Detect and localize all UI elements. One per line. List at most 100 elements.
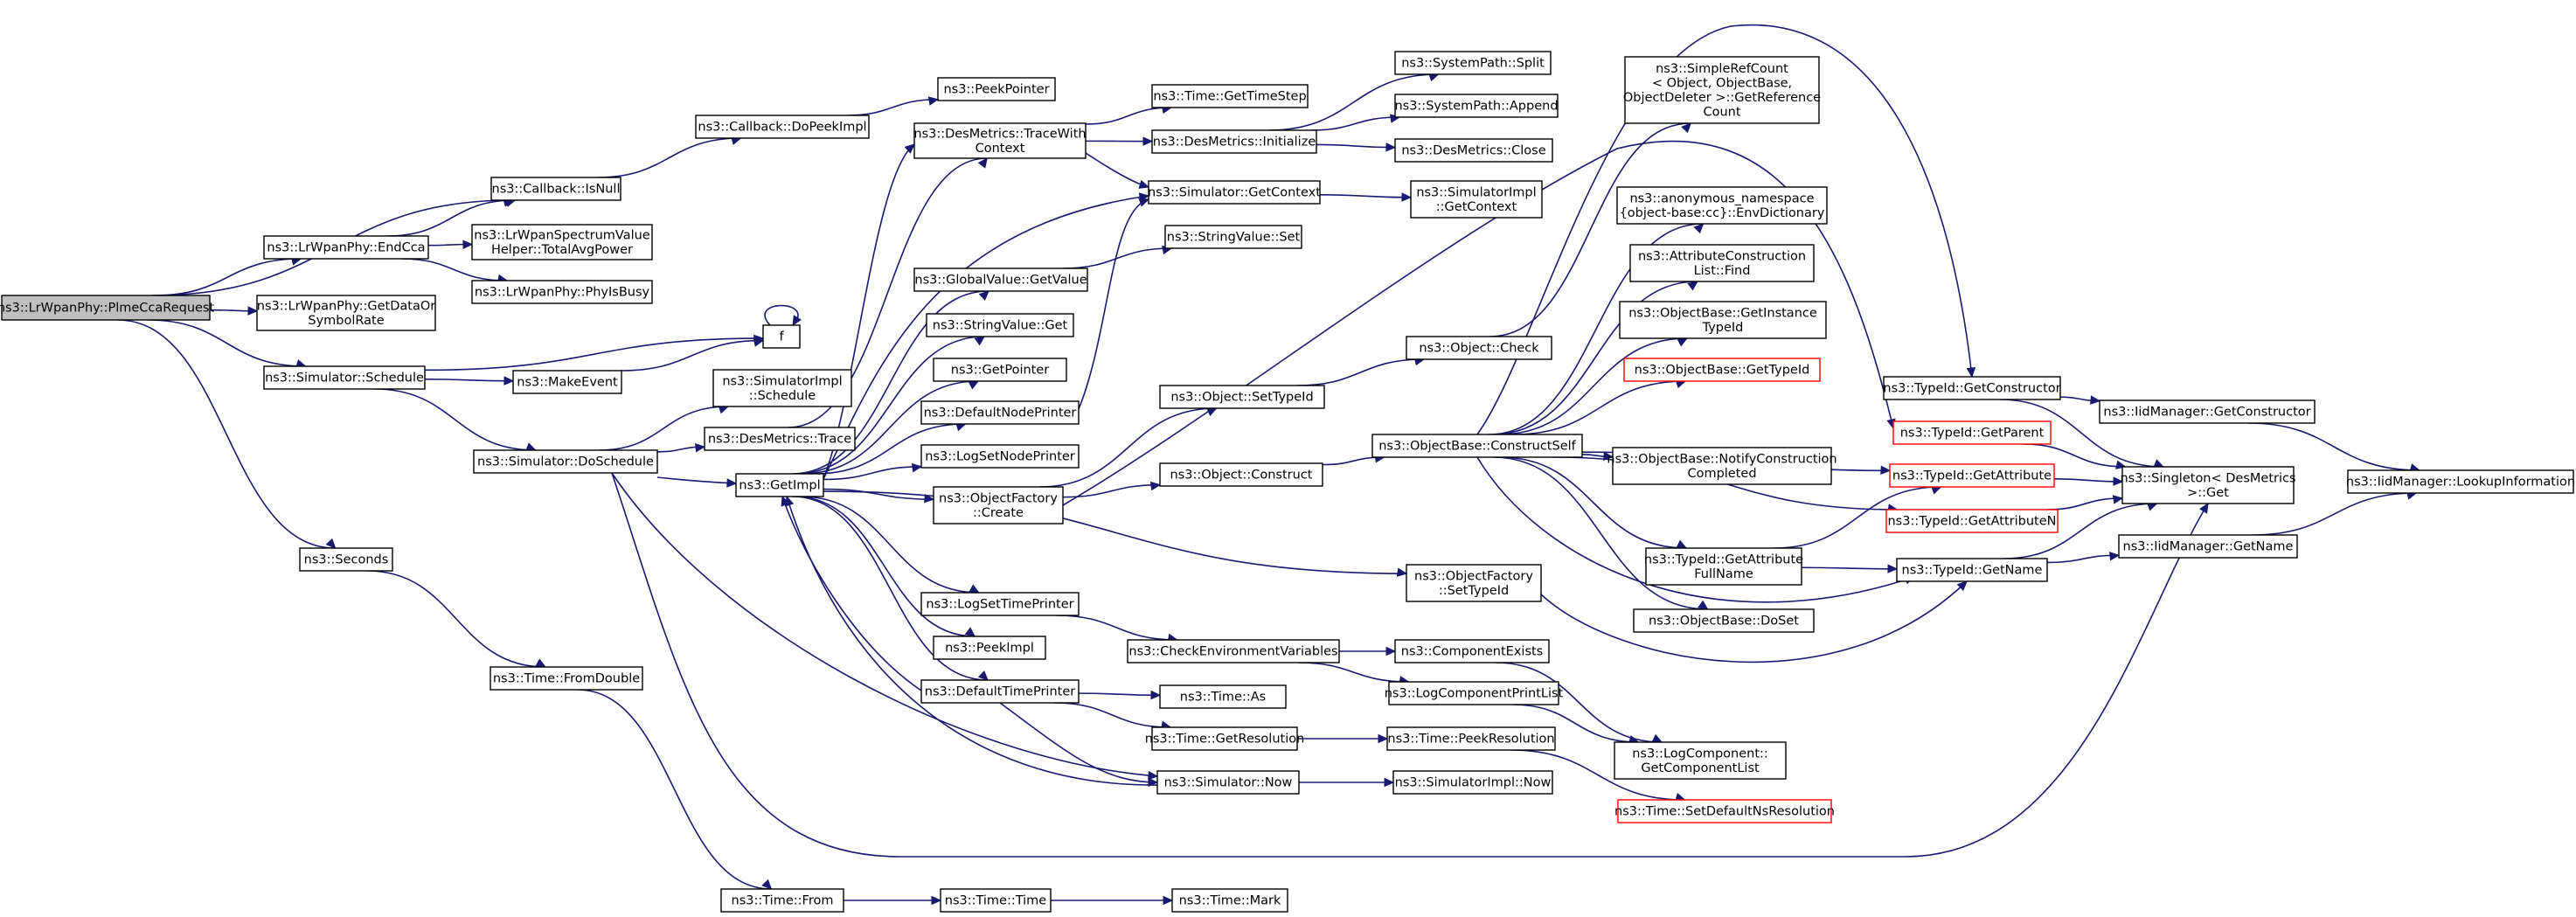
node-totalavg[interactable]: ns3::LrWpanSpectrumValueHelper::TotalAvg… — [471, 224, 653, 261]
node-box[interactable] — [1392, 770, 1553, 795]
node-box[interactable] — [490, 666, 643, 691]
node-box[interactable] — [1616, 186, 1828, 225]
node-getimpl[interactable]: ns3::GetImpl — [735, 473, 824, 497]
node-box[interactable] — [1159, 385, 1325, 409]
node-constructself[interactable]: ns3::ObjectBase::ConstructSelf — [1371, 434, 1583, 458]
node-box[interactable] — [1889, 463, 2055, 488]
node-split[interactable]: ns3::SystemPath::Split — [1394, 51, 1552, 75]
node-isnull[interactable]: ns3::Callback::IsNull — [490, 177, 621, 201]
node-objconstruct[interactable]: ns3::Object::Construct — [1159, 462, 1323, 487]
node-simimplgetcontext[interactable]: ns3::SimulatorImpl::GetContext — [1410, 180, 1543, 219]
node-box[interactable] — [1624, 56, 1820, 124]
node-setdefres[interactable]: ns3::Time::SetDefaultNsResolution — [1614, 799, 1835, 823]
node-getconstructor[interactable]: ns3::TypeId::GetConstructor — [1883, 376, 2061, 400]
node-desinit[interactable]: ns3::DesMetrics::Initialize — [1151, 129, 1317, 154]
node-box[interactable] — [1151, 84, 1309, 108]
node-iidgetname[interactable]: ns3::IidManager::GetName — [2118, 534, 2298, 559]
node-root[interactable]: ns3::LrWpanPhy::PlmeCcaRequest — [0, 295, 214, 321]
node-box[interactable] — [1, 295, 211, 321]
node-box[interactable] — [1896, 558, 2048, 582]
node-box[interactable] — [1159, 462, 1323, 487]
node-box[interactable] — [1388, 681, 1559, 705]
node-singletonget[interactable]: ns3::Singleton< DesMetrics>::Get — [2120, 466, 2296, 504]
node-getparent[interactable]: ns3::TypeId::GetParent — [1892, 420, 2052, 445]
node-box[interactable] — [1406, 336, 1552, 360]
node-box[interactable] — [2099, 399, 2316, 424]
node-makeevent[interactable]: ns3::MakeEvent — [512, 370, 622, 394]
node-box[interactable] — [263, 235, 429, 260]
node-getres[interactable]: ns3::Time::GetResolution — [1145, 726, 1305, 751]
node-box[interactable] — [1406, 564, 1542, 602]
node-getcontext[interactable]: ns3::Simulator::GetContext — [1148, 180, 1321, 205]
node-box[interactable] — [920, 400, 1080, 425]
node-simimplschedule[interactable]: ns3::SimulatorImpl::Schedule — [712, 369, 852, 407]
node-fromdouble[interactable]: ns3::Time::FromDouble — [490, 666, 643, 691]
node-box[interactable] — [1394, 639, 1550, 663]
node-box[interactable] — [1633, 608, 1815, 633]
node-gettimestep[interactable]: ns3::Time::GetTimeStep — [1151, 84, 1309, 108]
node-box[interactable] — [1394, 51, 1552, 75]
node-box[interactable] — [1885, 509, 2059, 533]
node-phyisbusy[interactable]: ns3::LrWpanPhy::PhyIsBusy — [471, 280, 653, 304]
node-box[interactable] — [1892, 420, 2052, 445]
node-getpointer[interactable]: ns3::GetPointer — [933, 358, 1067, 382]
node-box[interactable] — [712, 369, 852, 407]
node-strset[interactable]: ns3::StringValue::Set — [1164, 225, 1302, 249]
node-box[interactable] — [926, 313, 1074, 337]
node-box[interactable] — [1629, 244, 1815, 282]
node-box[interactable] — [471, 280, 653, 304]
node-box[interactable] — [762, 324, 801, 349]
node-getname[interactable]: ns3::TypeId::GetName — [1896, 558, 2048, 582]
node-envdict[interactable]: ns3::anonymous_namespace{object-base:cc}… — [1616, 186, 1828, 225]
node-box[interactable] — [913, 267, 1088, 292]
node-box[interactable] — [920, 444, 1080, 469]
node-defnodeprinter[interactable]: ns3::DefaultNodePrinter — [920, 400, 1080, 425]
node-box[interactable] — [933, 358, 1067, 382]
node-box[interactable] — [1151, 129, 1317, 154]
node-f[interactable]: f — [762, 324, 801, 349]
node-compexists[interactable]: ns3::ComponentExists — [1394, 639, 1550, 663]
node-box[interactable] — [704, 427, 856, 451]
node-getattribute[interactable]: ns3::TypeId::GetAttribute — [1889, 463, 2055, 488]
node-box[interactable] — [1159, 684, 1287, 709]
node-logsettime[interactable]: ns3::LogSetTimePrinter — [920, 592, 1080, 616]
node-timeas[interactable]: ns3::Time::As — [1159, 684, 1287, 709]
node-box[interactable] — [512, 370, 622, 394]
node-checkenv[interactable]: ns3::CheckEnvironmentVariables — [1127, 639, 1340, 663]
node-box[interactable] — [1371, 434, 1583, 458]
node-box[interactable] — [1410, 180, 1543, 219]
node-objfactcreate[interactable]: ns3::ObjectFactory::Create — [933, 486, 1064, 524]
node-box[interactable] — [1883, 376, 2061, 400]
node-from[interactable]: ns3::Time::From — [720, 888, 844, 913]
node-box[interactable] — [1164, 225, 1302, 249]
node-box[interactable] — [940, 888, 1052, 913]
node-box[interactable] — [1617, 799, 1832, 823]
node-desclose[interactable]: ns3::DesMetrics::Close — [1394, 138, 1553, 163]
node-box[interactable] — [2118, 534, 2298, 559]
node-simnow[interactable]: ns3::Simulator::Now — [1156, 770, 1300, 795]
node-logsetnode[interactable]: ns3::LogSetNodePrinter — [920, 444, 1080, 469]
node-lookupinfo[interactable]: ns3::IidManager::LookupInformation — [2346, 469, 2575, 494]
node-box[interactable] — [937, 77, 1056, 101]
node-box[interactable] — [473, 449, 658, 474]
node-dopeekimpl[interactable]: ns3::Callback::DoPeekImpl — [695, 115, 870, 139]
node-box[interactable] — [695, 115, 870, 139]
node-box[interactable] — [1394, 94, 1559, 118]
node-box[interactable] — [263, 365, 426, 390]
node-timetime[interactable]: ns3::Time::Time — [940, 888, 1052, 913]
node-box[interactable] — [913, 122, 1087, 159]
node-objcheck[interactable]: ns3::Object::Check — [1406, 336, 1552, 360]
node-box[interactable] — [735, 473, 824, 497]
node-box[interactable] — [1127, 639, 1340, 663]
node-box[interactable] — [1619, 301, 1827, 339]
node-box[interactable] — [1151, 726, 1298, 751]
node-deftimeprinter[interactable]: ns3::DefaultTimePrinter — [920, 679, 1080, 704]
node-seconds[interactable]: ns3::Seconds — [299, 547, 393, 572]
node-logcompprint[interactable]: ns3::LogComponentPrintList — [1385, 681, 1564, 705]
node-getattributen[interactable]: ns3::TypeId::GetAttributeN — [1885, 509, 2059, 533]
